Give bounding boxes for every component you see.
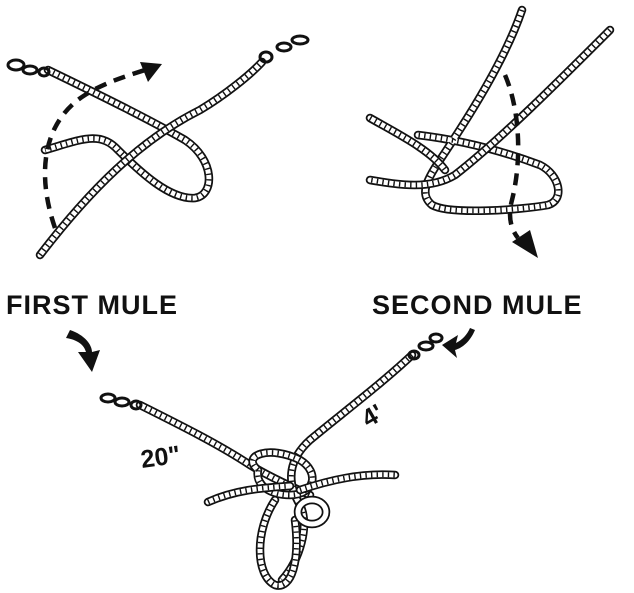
- knot-ring: [298, 500, 326, 524]
- step-two-illustration: [370, 10, 610, 258]
- arrow-left-icon: [442, 328, 475, 358]
- first-mule-label: FIRST MULE: [6, 290, 178, 320]
- long-length-label: 4': [357, 399, 388, 433]
- arrow-down-icon: [66, 330, 100, 372]
- snap-clip-icon: [8, 60, 49, 76]
- short-length-label: 20": [139, 441, 182, 474]
- long-rope: [282, 355, 412, 580]
- second-mule-label: SECOND MULE: [372, 290, 583, 320]
- snap-clip-icon: [101, 394, 141, 409]
- step-one-illustration: [8, 36, 308, 255]
- step-two-strand: [370, 30, 610, 185]
- step-one-rope: [45, 70, 209, 198]
- hanging-loop: [260, 500, 296, 586]
- step-one-strand: [40, 62, 262, 255]
- step-two-lower-strand: [370, 118, 445, 170]
- snap-clip-icon: [260, 36, 308, 62]
